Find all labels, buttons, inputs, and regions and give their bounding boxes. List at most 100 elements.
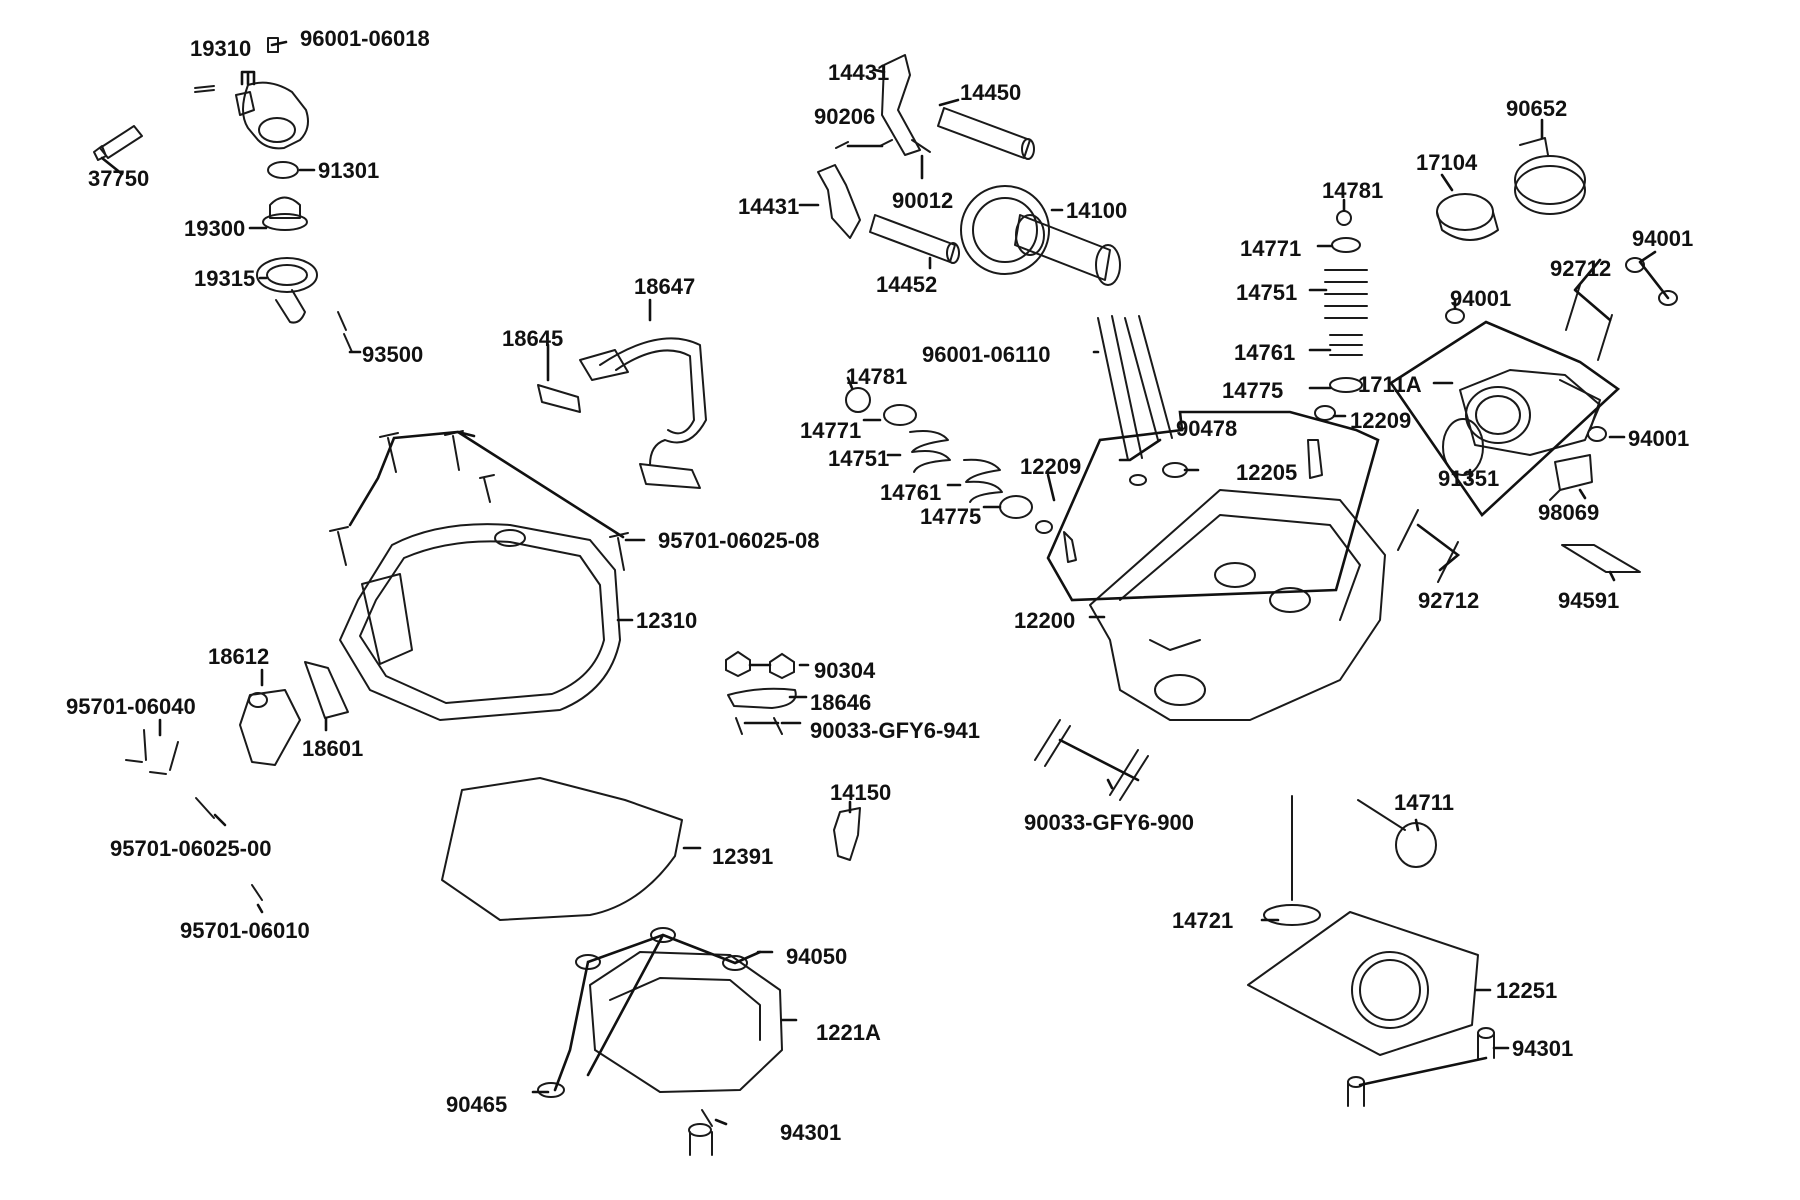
callout-37750: 37750 [88, 166, 149, 191]
callout-14761-a: 14761 [880, 480, 941, 505]
callout-14431-a: 14431 [828, 60, 889, 85]
sensor-98069 [1549, 454, 1593, 501]
gasket-18646 [727, 687, 797, 709]
rocker-shaft-14452 [869, 214, 960, 264]
valve-cover-gasket-12391 [441, 777, 683, 921]
gasket-18645 [537, 384, 581, 413]
stud-90033-gfy6-900 [1034, 719, 1149, 801]
callout-14781-a: 14781 [846, 364, 907, 389]
o-ring-91301 [267, 161, 299, 179]
callout-95701-06040: 95701-06040 [66, 694, 196, 719]
callout-92712-a: 92712 [1550, 256, 1611, 281]
callout-14711: 14711 [1394, 790, 1454, 815]
callout-90033-gfy6-900: 90033-GFY6-900 [1024, 810, 1194, 835]
callout-14775-a: 14775 [920, 504, 981, 529]
callout-14751-b: 14751 [1236, 280, 1297, 305]
temperature-sensor-37750 [93, 125, 143, 161]
callout-14452: 14452 [876, 272, 937, 297]
callout-14771-a: 14771 [800, 418, 861, 443]
callout-18601: 18601 [302, 736, 363, 761]
callout-12205: 12205 [1236, 460, 1297, 485]
intake-hose-17104 [1436, 193, 1499, 241]
screw-90012 [911, 139, 931, 153]
callout-14721: 14721 [1172, 908, 1233, 933]
callout-12310: 12310 [636, 608, 697, 633]
breather-cover-18612 [239, 689, 301, 766]
callout-94001-a: 94001 [1632, 226, 1693, 251]
callout-19315: 19315 [194, 266, 255, 291]
callout-12391: 12391 [712, 844, 773, 869]
hose-clamp-90652 [1514, 137, 1586, 215]
camshaft-14100 [960, 185, 1121, 286]
dowel-94301-a [688, 1109, 713, 1156]
callout-14781-b: 14781 [1322, 178, 1383, 203]
callout-12200: 12200 [1014, 608, 1075, 633]
o-ring-91351 [1442, 418, 1484, 476]
callout-14771-b: 14771 [1240, 236, 1301, 261]
callout-19300: 19300 [184, 216, 245, 241]
bolt-95701-06040 [125, 729, 179, 775]
thermostat-19300 [262, 196, 308, 231]
plate-94591 [1561, 544, 1641, 573]
rocker-arm-14431-a [881, 54, 921, 156]
callout-94001-b: 94001 [1450, 286, 1511, 311]
rocker-arm-14431-b [817, 164, 861, 239]
camshaft-holder-1221A [575, 927, 783, 1093]
callout-14450: 14450 [960, 80, 1021, 105]
leader-lines [100, 40, 1670, 1126]
callout-14100: 14100 [1066, 198, 1127, 223]
nut-90304 [725, 650, 795, 680]
dowel-94301-b [1347, 1027, 1495, 1107]
callout-98069: 98069 [1538, 500, 1599, 525]
valve-14721 [1263, 795, 1321, 926]
callout-91351: 91351 [1438, 466, 1499, 491]
callout-95701-06010: 95701-06010 [180, 918, 310, 943]
bolt-93500 [337, 311, 353, 353]
callout-93500: 93500 [362, 342, 423, 367]
cylinder-head-12200 [1089, 489, 1386, 721]
valve-guide-12209 [1063, 439, 1323, 563]
callout-90033-gfy6-941: 90033-GFY6-941 [810, 718, 980, 743]
callout-95701-06025-08: 95701-06025-08 [658, 528, 819, 553]
callout-90206: 90206 [814, 104, 875, 129]
callout-94301-b: 94301 [1512, 1036, 1573, 1061]
callout-1221A: 1221A [816, 1020, 881, 1045]
washer-90465 [537, 1082, 565, 1098]
callout-91301: 91301 [318, 158, 379, 183]
callout-12209-b: 12209 [1350, 408, 1411, 433]
callout-90304: 90304 [814, 658, 876, 683]
head-group-outline [1046, 410, 1380, 602]
callout-94591: 94591 [1558, 588, 1619, 613]
thermostat-housing-19310 [194, 37, 309, 150]
callout-90652: 90652 [1506, 96, 1567, 121]
callout-18646: 18646 [810, 690, 871, 715]
valve-cover-12310 [339, 523, 621, 721]
callout-18647: 18647 [634, 274, 695, 299]
intake-manifold-1711A [1459, 369, 1601, 456]
callout-94001-c: 94001 [1628, 426, 1689, 451]
rocker-shaft-14450 [937, 107, 1035, 160]
callout-90012: 90012 [892, 188, 953, 213]
callout-14150: 14150 [830, 780, 891, 805]
callout-96001-06110: 96001-06110 [922, 342, 1050, 367]
callout-95701-06025-00: 95701-06025-00 [110, 836, 271, 861]
callout-94301-a: 94301 [780, 1120, 841, 1145]
callout-1711A: 1711A [1358, 372, 1422, 397]
stud-90033-gfy6-941 [735, 717, 783, 735]
callout-14431-b: 14431 [738, 194, 799, 219]
valve-cover-bolts [329, 430, 629, 571]
callout-90465: 90465 [446, 1092, 507, 1117]
callout-96001-06018: 96001-06018 [300, 26, 430, 51]
breather-pipe-18647 [579, 337, 707, 489]
callout-19310: 19310 [190, 36, 251, 61]
callout-14761-b: 14761 [1234, 340, 1295, 365]
callout-17104: 17104 [1416, 150, 1478, 175]
gasket-18601 [304, 661, 349, 719]
callout-12209-a: 12209 [1020, 454, 1081, 479]
tensioner-14150 [833, 807, 861, 861]
callout-labels: 19310 96001-06018 37750 91301 19300 1931… [66, 26, 1693, 1145]
head-gasket-12251 [1247, 911, 1479, 1056]
bolt-95701-06025-00 [195, 797, 215, 819]
thermostat-cover-19315 [256, 257, 318, 324]
